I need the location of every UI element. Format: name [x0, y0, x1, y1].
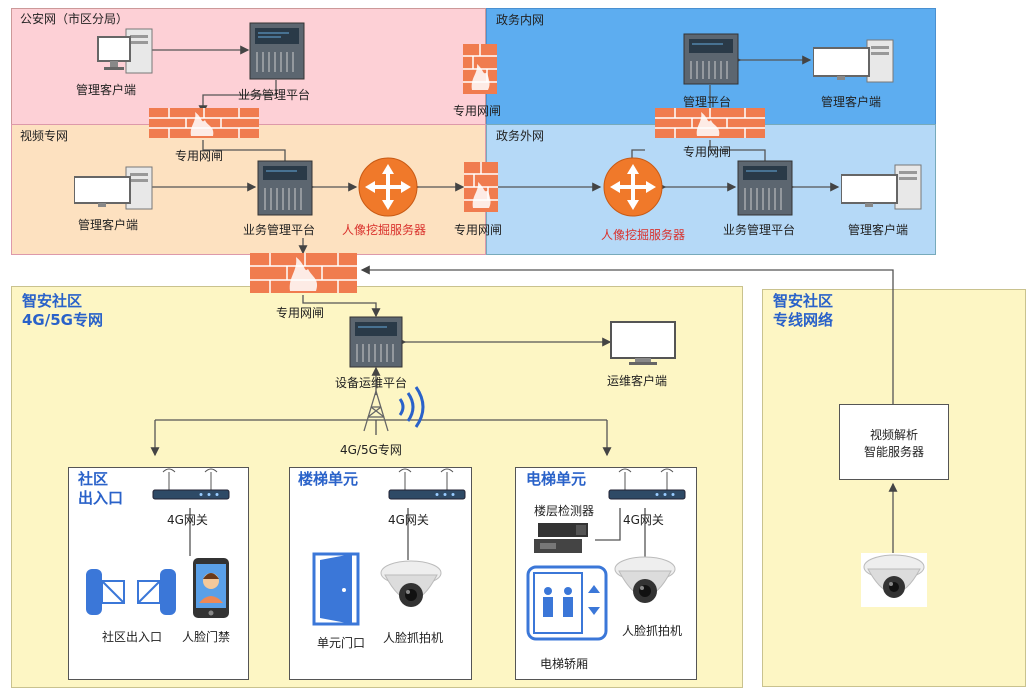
unit-door-label: 单元门口	[317, 636, 366, 650]
server-icon	[737, 160, 793, 216]
computer-icon	[813, 39, 894, 83]
gateway-device-icon	[152, 468, 230, 500]
business-platform-label: 业务管理平台	[238, 88, 311, 102]
gateway-label: 专用网闸	[276, 306, 325, 320]
community-4g-title-line1: 智安社区	[22, 292, 83, 310]
device-ops-platform-label: 设备运维平台	[335, 376, 408, 390]
face-camera-label: 人脸抓拍机	[622, 624, 683, 638]
gateway-device-icon	[388, 468, 466, 500]
face-access-label: 人脸门禁	[182, 630, 231, 644]
dome-camera-icon	[380, 560, 442, 607]
tower-icon	[363, 386, 425, 432]
gateway-4g-label: 4G网关	[167, 513, 208, 527]
gateway-4g-label: 4G网关	[623, 513, 664, 527]
zone-public-security	[11, 8, 486, 125]
zone-label-gov-external: 政务外网	[496, 129, 545, 143]
dome-camera-icon	[863, 554, 925, 598]
monitor-icon	[610, 321, 676, 365]
mgmt-client-label: 管理客户端	[76, 83, 137, 97]
dome-camera-icon	[614, 556, 676, 603]
community-4g-title-line2: 4G/5G专网	[22, 311, 103, 329]
firewall-icon	[655, 108, 765, 138]
mgmt-platform-label: 管理平台	[683, 95, 732, 109]
entrance-title: 社区 出入口	[78, 470, 123, 508]
face-mining-server-label: 人像挖掘服务器	[601, 228, 686, 242]
server-icon	[249, 22, 305, 80]
gateway-label: 专用网闸	[175, 149, 224, 163]
business-platform-label: 业务管理平台	[723, 223, 796, 237]
video-analysis-label-line2: 智能服务器	[863, 445, 924, 459]
elevator-title: 电梯单元	[526, 470, 587, 488]
server-icon	[257, 160, 313, 216]
firewall-icon	[463, 44, 497, 94]
zone-label-video-private: 视频专网	[20, 129, 69, 143]
door-icon	[312, 552, 360, 626]
turnstile-icon	[86, 569, 176, 615]
mgmt-client-label: 管理客户端	[78, 218, 139, 232]
gateway-label: 专用网闸	[454, 223, 503, 237]
community-line-title-line1: 智安社区	[773, 292, 834, 310]
community-4g-title: 智安社区 4G/5G专网	[22, 292, 103, 330]
ops-client-label: 运维客户端	[607, 374, 668, 388]
firewall-icon	[250, 253, 357, 293]
entrance-exit-label: 社区出入口	[102, 630, 163, 644]
floor-detector-label: 楼层检测器	[534, 504, 595, 518]
stair-title: 楼梯单元	[298, 470, 359, 488]
mgmt-client-label: 管理客户端	[848, 223, 909, 237]
floor-detector-icon	[534, 523, 588, 553]
computer-icon	[74, 166, 153, 210]
computer-icon	[841, 164, 922, 210]
community-line-title: 智安社区 专线网络	[773, 292, 833, 330]
gateway-label: 专用网闸	[453, 104, 502, 118]
entrance-title-line2: 出入口	[78, 489, 124, 507]
business-platform-label: 业务管理平台	[243, 223, 316, 237]
firewall-icon	[464, 162, 498, 212]
elevator-car-label: 电梯轿厢	[540, 657, 589, 671]
zone-label-public-security: 公安网（市区分局）	[20, 12, 129, 26]
zone-label-gov-internal: 政务内网	[496, 13, 545, 27]
server-icon	[683, 33, 739, 85]
face-camera-label: 人脸抓拍机	[383, 631, 444, 645]
face-access-phone-icon	[193, 558, 229, 618]
community-line-title-line2: 专线网络	[773, 311, 834, 329]
router-icon	[603, 157, 663, 217]
mgmt-client-label: 管理客户端	[821, 95, 882, 109]
face-mining-server-label: 人像挖掘服务器	[342, 223, 427, 237]
video-analysis-server: 视频解析 智能服务器	[839, 404, 949, 480]
elevator-icon	[526, 565, 608, 641]
computer-icon	[97, 28, 153, 74]
gateway-4g-label: 4G网关	[388, 513, 429, 527]
entrance-title-line1: 社区	[78, 470, 109, 488]
gateway-label: 专用网闸	[683, 145, 732, 159]
video-analysis-label-line1: 视频解析	[869, 428, 918, 442]
server-icon	[349, 316, 403, 368]
tower-label: 4G/5G专网	[340, 443, 402, 457]
firewall-icon	[149, 108, 259, 138]
router-icon	[358, 157, 418, 217]
gateway-device-icon	[608, 468, 686, 500]
unit-stair	[289, 467, 472, 680]
